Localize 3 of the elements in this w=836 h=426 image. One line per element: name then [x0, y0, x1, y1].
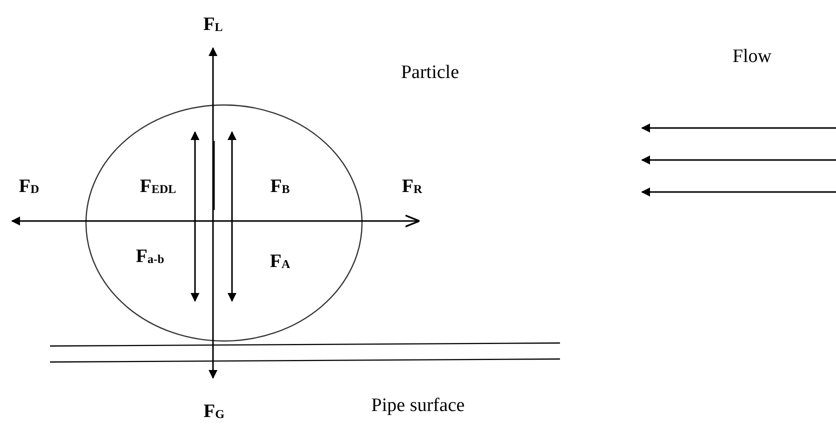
- annotation-label: Particle: [400, 62, 460, 84]
- annotation-label: Flow: [732, 46, 772, 68]
- annotation-label: Pipe surface: [371, 395, 465, 417]
